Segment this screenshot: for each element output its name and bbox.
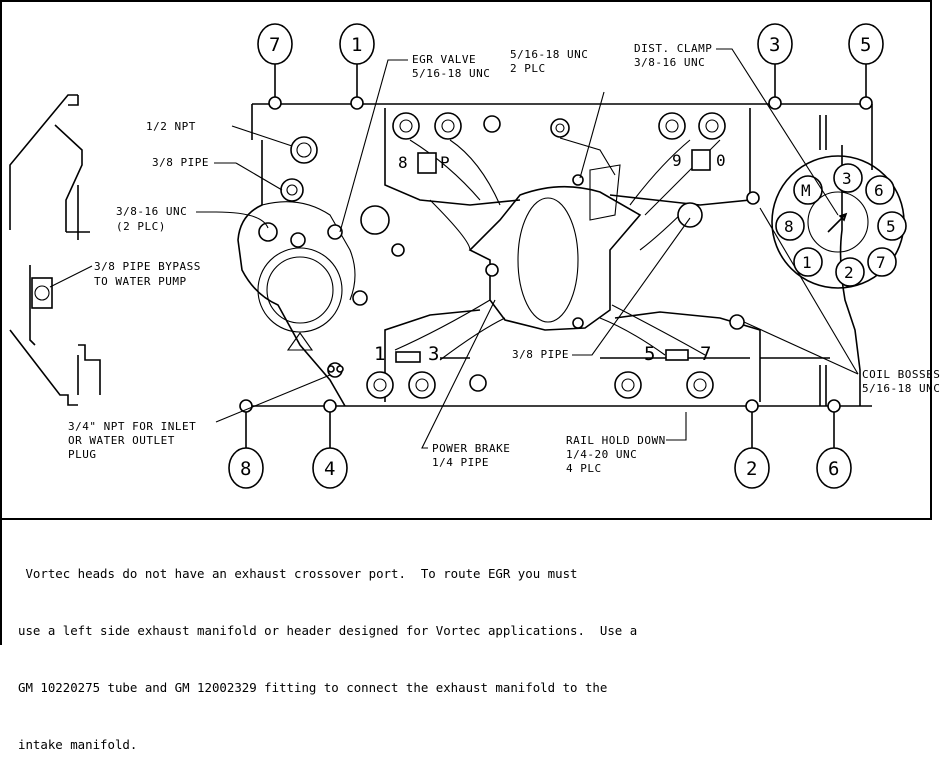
callout-4-bottom: 4: [312, 412, 348, 489]
label-rail-hold-down: RAIL HOLD DOWN 1/4-20 UNC 4 PLC: [566, 412, 687, 475]
svg-text:1/4-20 UNC: 1/4-20 UNC: [566, 448, 637, 461]
firing-order-6: 6: [874, 181, 884, 200]
page-frame: [0, 0, 932, 645]
callout-2-bottom: 2: [734, 412, 770, 489]
svg-text:OR WATER OUTLET: OR WATER OUTLET: [68, 434, 175, 447]
note-line: GM 10220275 tube and GM 12002329 fitting…: [18, 680, 608, 695]
svg-text:PLUG: PLUG: [68, 448, 97, 461]
callout-5-top: 5: [848, 23, 884, 97]
label-water-inlet: 3/4" NPT FOR INLET OR WATER OUTLET PLUG: [68, 374, 331, 461]
svg-text:4 PLC: 4 PLC: [566, 462, 602, 475]
callout-8-bottom: 8: [228, 412, 264, 489]
port-label-9: 9: [672, 151, 682, 170]
svg-text:3/8 PIPE BYPASS: 3/8 PIPE BYPASS: [94, 260, 201, 273]
svg-text:3/8-16 UNC: 3/8-16 UNC: [634, 56, 705, 69]
label-bypass: 3/8 PIPE BYPASS TO WATER PUMP: [49, 260, 201, 288]
svg-text:3: 3: [769, 34, 780, 56]
callout-7-top: 7: [257, 23, 293, 97]
label-dist-clamp: DIST. CLAMP 3/8-16 UNC: [634, 42, 839, 216]
svg-text:POWER BRAKE: POWER BRAKE: [432, 442, 510, 455]
label-egr-valve: EGR VALVE 5/16-18 UNC: [339, 53, 490, 233]
firing-order-8: 8: [784, 217, 794, 236]
note-line: Vortec heads do not have an exhaust cros…: [18, 566, 578, 581]
frame-right-border: [930, 0, 932, 520]
svg-text:1/2 NPT: 1/2 NPT: [146, 120, 196, 133]
crossover-side-view: [9, 94, 101, 406]
port-label-0: 0: [716, 151, 726, 170]
svg-text:5/16-18 UNC: 5/16-18 UNC: [862, 382, 940, 395]
firing-order-2: 2: [844, 263, 854, 282]
callout-3-top: 3: [757, 23, 793, 97]
svg-text:5: 5: [860, 34, 871, 56]
label-unc-2plc: 3/8-16 UNC (2 PLC): [116, 205, 269, 233]
svg-text:3/8 PIPE: 3/8 PIPE: [512, 348, 569, 361]
svg-text:TO WATER PUMP: TO WATER PUMP: [94, 275, 187, 288]
label-coil-bosses: COIL BOSSES 5/16-18 UNC: [743, 207, 940, 395]
svg-text:4: 4: [324, 458, 335, 480]
label-stud: 5/16-18 UNC 2 PLC: [510, 48, 605, 179]
distributor-cap: M 3 6 5 7 2 1 8: [771, 155, 907, 289]
bolt-bosses: [239, 96, 873, 413]
frame-left-border: [0, 0, 2, 645]
port-label-1: 1: [374, 343, 385, 365]
label-power-brake: POWER BRAKE 1/4 PIPE: [421, 299, 510, 469]
svg-text:(2 PLC): (2 PLC): [116, 220, 166, 233]
firing-order-3: 3: [842, 169, 852, 188]
svg-text:7: 7: [269, 34, 280, 56]
svg-text:DIST. CLAMP: DIST. CLAMP: [634, 42, 712, 55]
svg-text:COIL BOSSES: COIL BOSSES: [862, 368, 940, 381]
svg-text:3/8 PIPE: 3/8 PIPE: [152, 156, 209, 169]
svg-text:2 PLC: 2 PLC: [510, 62, 546, 75]
svg-text:8: 8: [240, 458, 251, 480]
firing-order-5: 5: [886, 217, 896, 236]
vortec-egr-note: Vortec heads do not have an exhaust cros…: [18, 526, 918, 773]
label-pipe-left: 3/8 PIPE: [152, 156, 283, 191]
callout-6-bottom: 6: [816, 412, 852, 489]
firing-order-m: M: [801, 181, 811, 200]
frame-divider: [0, 518, 932, 520]
port-label-3: 3: [428, 343, 439, 365]
svg-text:RAIL HOLD DOWN: RAIL HOLD DOWN: [566, 434, 666, 447]
svg-text:1/4 PIPE: 1/4 PIPE: [432, 456, 489, 469]
svg-text:3/4" NPT FOR INLET: 3/4" NPT FOR INLET: [68, 420, 196, 433]
svg-text:1: 1: [351, 34, 362, 56]
port-numbers: 8 P 9 0 1 3 5 7: [374, 151, 726, 365]
label-npt: 1/2 NPT: [146, 120, 293, 147]
svg-text:5/16-18 UNC: 5/16-18 UNC: [510, 48, 588, 61]
port-label-5: 5: [644, 343, 655, 365]
svg-text:6: 6: [828, 458, 839, 480]
label-pipe-bottom: 3/8 PIPE: [512, 217, 691, 361]
svg-text:3/8-16 UNC: 3/8-16 UNC: [116, 205, 187, 218]
port-label-p: P: [440, 153, 450, 172]
svg-text:2: 2: [746, 458, 757, 480]
port-label-8: 8: [398, 153, 408, 172]
firing-order-7: 7: [876, 253, 886, 272]
note-line: intake manifold.: [18, 737, 138, 752]
port-label-7: 7: [700, 343, 711, 365]
frame-top-border: [0, 0, 932, 2]
svg-text:EGR VALVE: EGR VALVE: [412, 53, 476, 66]
firing-order-1: 1: [802, 253, 812, 272]
callout-1-top: 1: [339, 23, 375, 97]
intake-manifold-diagram: M 3 6 5 7 2 1 8 8 P 9 0 1 3 5 7 7 1 3 5: [9, 23, 940, 489]
svg-text:5/16-18 UNC: 5/16-18 UNC: [412, 67, 490, 80]
note-line: use a left side exhaust manifold or head…: [18, 623, 638, 638]
